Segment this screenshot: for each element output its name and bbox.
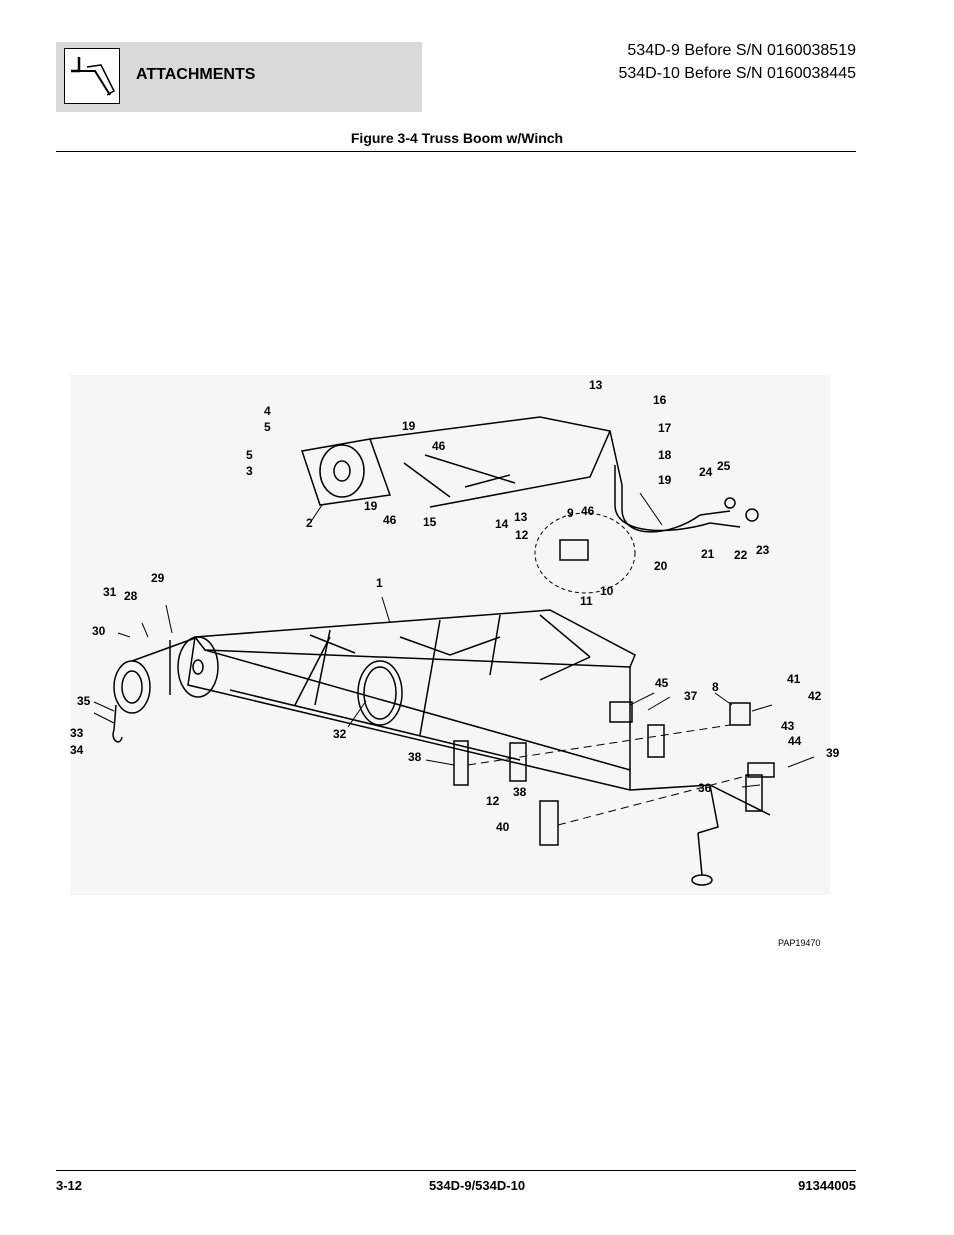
footer-divider (56, 1170, 856, 1171)
callout: 40 (496, 820, 510, 834)
callout: 19 (658, 473, 672, 487)
callout: 46 (383, 513, 397, 527)
callout: 13 (514, 510, 528, 524)
figure-code: PAP19470 (778, 938, 821, 948)
callout: 22 (734, 548, 748, 562)
page-number: 3-12 (56, 1178, 83, 1193)
callout: 39 (826, 746, 840, 760)
callout: 36 (698, 781, 712, 795)
callout: 46 (581, 504, 595, 518)
callout: 29 (151, 571, 165, 585)
callout: 34 (70, 743, 84, 757)
callout: 12 (486, 794, 500, 808)
callout: 38 (408, 750, 422, 764)
callout: 33 (70, 726, 84, 740)
callout: 41 (787, 672, 801, 686)
section-title: ATTACHMENTS (136, 66, 256, 83)
callout: 21 (701, 547, 715, 561)
callout: 1 (376, 576, 383, 590)
document-number: 91344005 (798, 1178, 856, 1193)
callout: 4 (264, 404, 271, 418)
callout: 25 (717, 459, 731, 473)
callout: 5 (264, 420, 271, 434)
callout: 17 (658, 421, 672, 435)
callout: 38 (513, 785, 527, 799)
callout: 30 (92, 624, 106, 638)
header-banner: ATTACHMENTS (56, 42, 422, 112)
callout: 2 (306, 516, 313, 530)
callout: 35 (77, 694, 91, 708)
callout: 42 (808, 689, 822, 703)
figure-title: Figure 3-4 Truss Boom w/Winch (350, 130, 564, 146)
callout: 16 (653, 393, 667, 407)
callout: 20 (654, 559, 668, 573)
header-divider (56, 151, 856, 152)
callout: 23 (756, 543, 770, 557)
callout: 13 (589, 378, 603, 392)
callout: 28 (124, 589, 138, 603)
callout: 24 (699, 465, 713, 479)
callout: 14 (495, 517, 509, 531)
boom-attachment-icon (64, 48, 120, 104)
callout: 32 (333, 727, 347, 741)
callout: 10 (600, 584, 614, 598)
model-serial-line-2: 534D-10 Before S/N 0160038445 (618, 65, 856, 82)
callout: 8 (712, 680, 719, 694)
callout: 31 (103, 585, 117, 599)
callout: 12 (515, 528, 529, 542)
callout: 37 (684, 689, 698, 703)
callout: 3 (246, 464, 253, 478)
callout: 11 (580, 594, 593, 608)
callout: 15 (423, 515, 437, 529)
callout: 43 (781, 719, 795, 733)
footer-model: 534D-9/534D-10 (428, 1178, 526, 1193)
parts-illustration: 1 2 3 4 5 5 8 9 10 11 12 12 13 13 14 15 … (70, 375, 840, 895)
callout: 44 (788, 734, 802, 748)
callout: 19 (364, 499, 378, 513)
model-serial-line-1: 534D-9 Before S/N 0160038519 (627, 42, 856, 59)
callout: 19 (402, 419, 416, 433)
callout: 46 (432, 439, 446, 453)
callout: 45 (655, 676, 669, 690)
callout: 18 (658, 448, 672, 462)
callout: 5 (246, 448, 253, 462)
callout: 9 (567, 506, 574, 520)
